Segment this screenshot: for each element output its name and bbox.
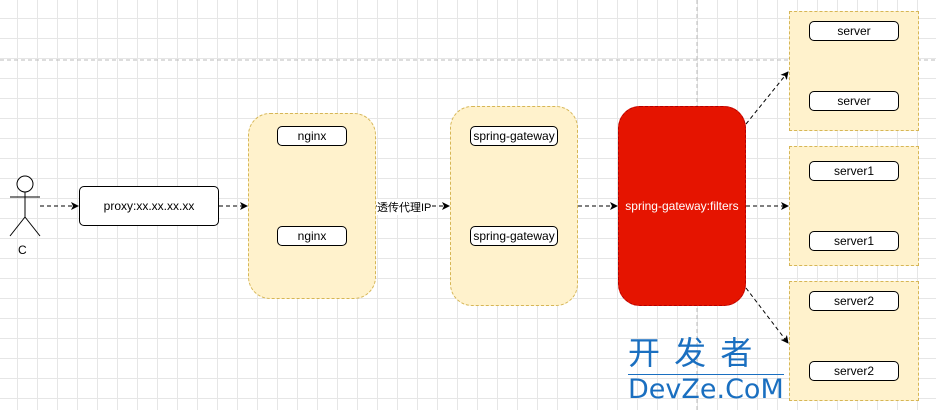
- nginx-node[interactable]: nginx: [277, 126, 347, 146]
- server-node[interactable]: server: [809, 91, 899, 111]
- gateway-node[interactable]: spring-gateway: [470, 226, 558, 246]
- edge-label: 透传代理IP: [377, 199, 432, 215]
- server-node[interactable]: server: [809, 21, 899, 41]
- server2-node[interactable]: server2: [809, 291, 899, 311]
- server2-node[interactable]: server2: [809, 361, 899, 381]
- gateway-node[interactable]: spring-gateway: [470, 126, 558, 146]
- nginx-node[interactable]: nginx: [277, 226, 347, 246]
- proxy-node[interactable]: proxy:xx.xx.xx.xx: [79, 186, 219, 226]
- actor-figure: [9, 175, 41, 237]
- watermark-line1: 开 发 者: [628, 334, 755, 372]
- server1-node[interactable]: server1: [809, 231, 899, 251]
- arrow-filters-server: [745, 71, 789, 125]
- arrow-filters-server2: [745, 287, 789, 344]
- filters-node[interactable]: spring-gateway:filters: [618, 106, 746, 306]
- actor-label: C: [18, 243, 27, 257]
- watermark-line2: DevZe.CoM: [628, 374, 784, 405]
- server1-node[interactable]: server1: [809, 161, 899, 181]
